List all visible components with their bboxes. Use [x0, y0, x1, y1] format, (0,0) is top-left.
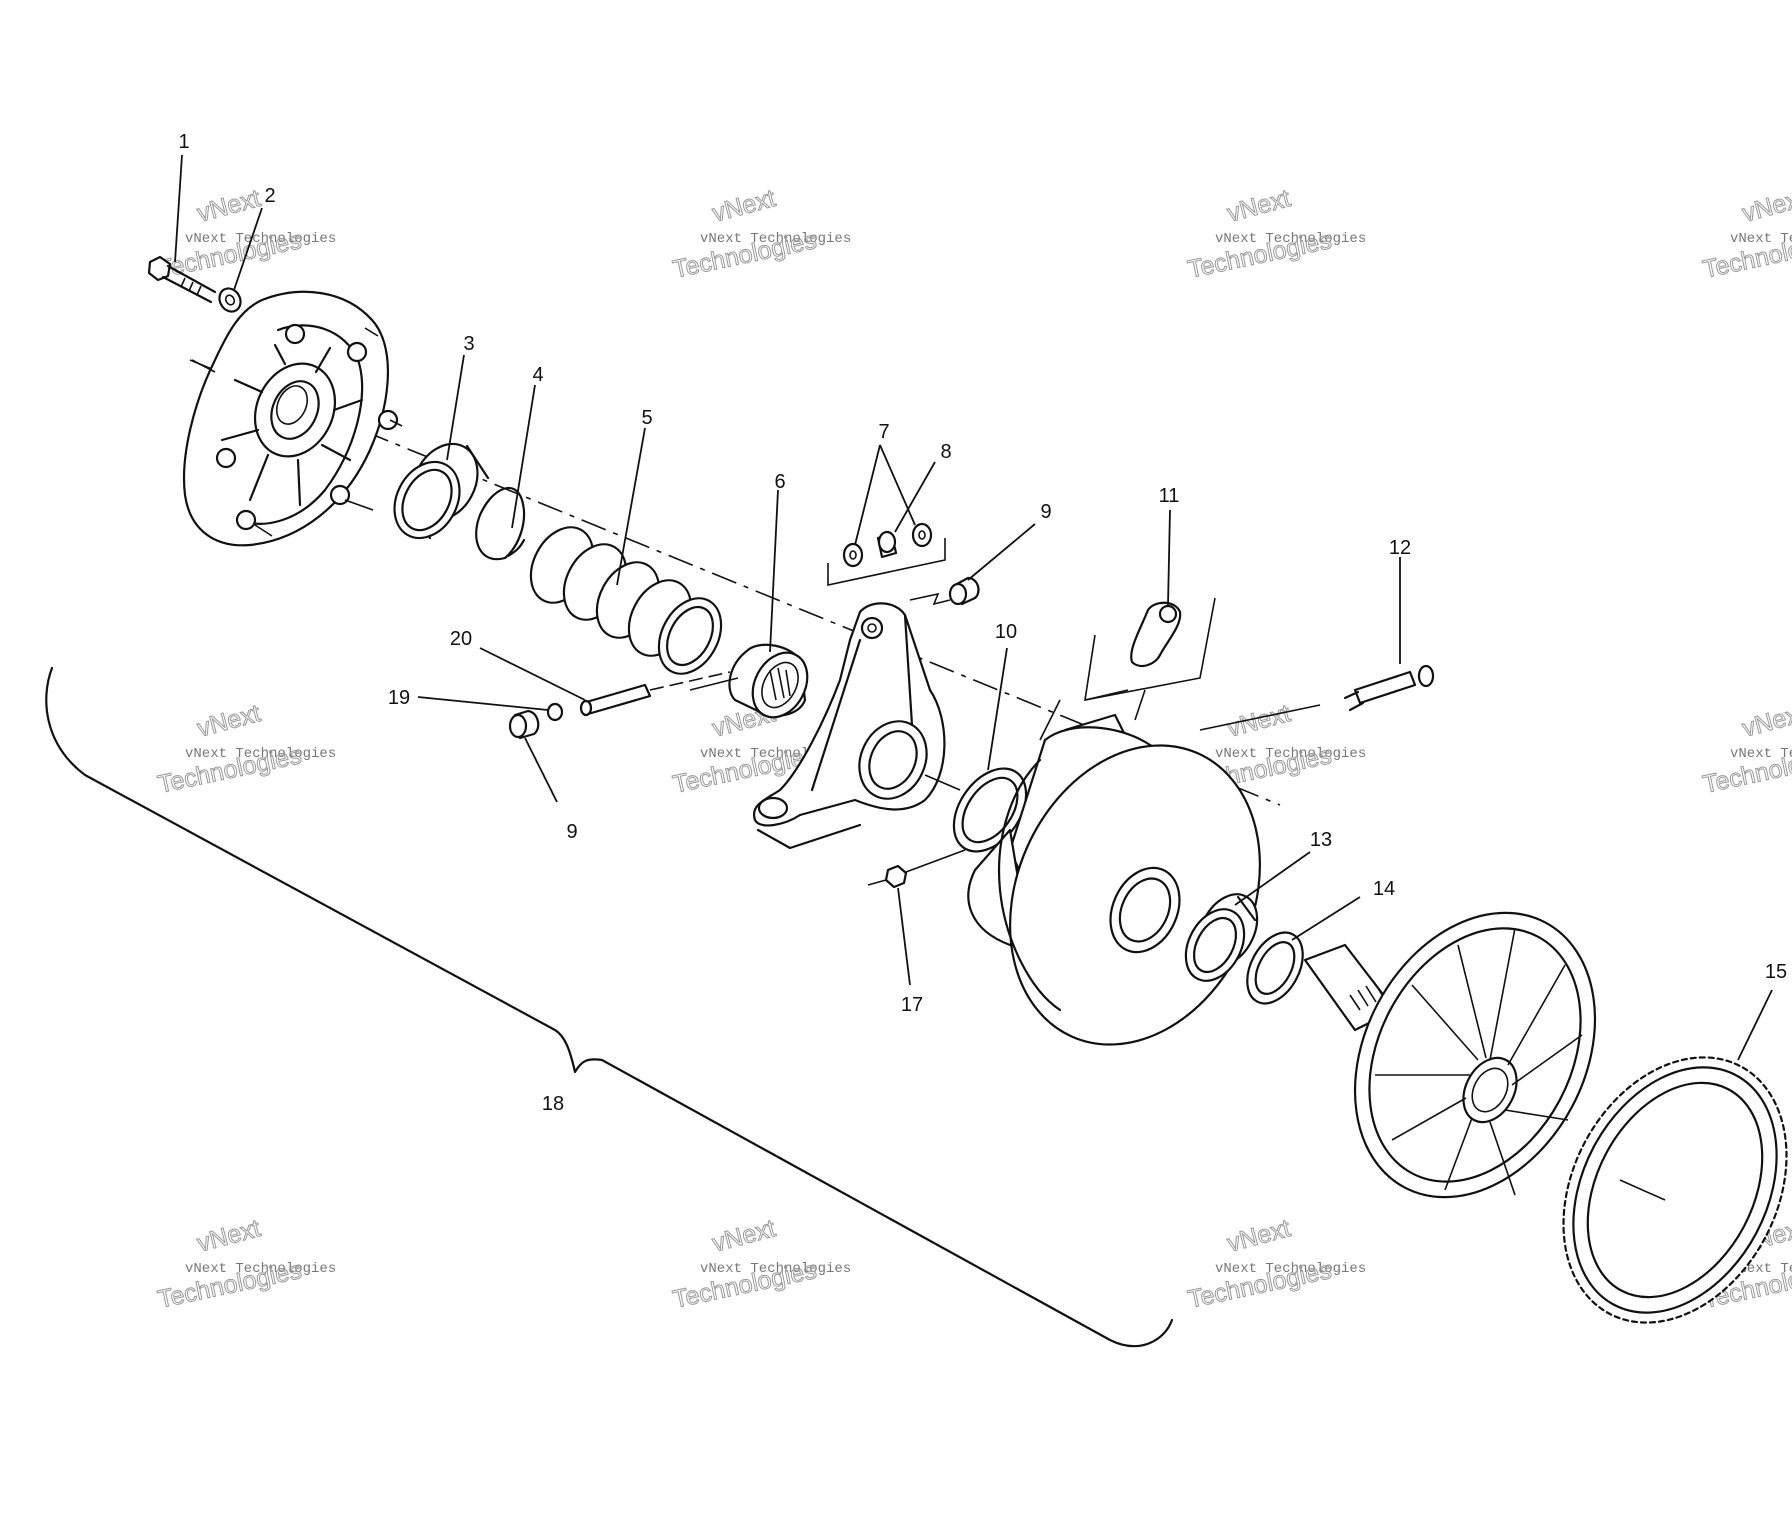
watermark-large-top: vNext	[1224, 184, 1293, 228]
label-part-20: 20	[450, 628, 472, 650]
label-part-18: 18	[542, 1093, 564, 1115]
label-part-15: 15	[1765, 961, 1787, 983]
roller-part-9-upper	[909, 576, 980, 606]
label-part-10: 10	[995, 621, 1017, 643]
watermark-small: vNext Technologies	[1730, 231, 1792, 247]
label-part-9-upper: 9	[1040, 501, 1051, 523]
washer-set-parts-7-8	[827, 522, 946, 586]
clip-part-19	[546, 702, 564, 722]
label-part-2: 2	[264, 185, 275, 207]
ring-gear-part-15	[1562, 1056, 1788, 1324]
label-part-12: 12	[1389, 537, 1411, 559]
watermark-large-top: vNext	[194, 699, 263, 743]
label-part-19: 19	[388, 687, 410, 709]
watermark-large-top: vNext	[1739, 699, 1792, 743]
label-part-1: 1	[178, 131, 189, 153]
dash-link-20-6	[649, 671, 731, 691]
label-part-8: 8	[940, 441, 951, 463]
watermark-small: vNext Technologies	[1215, 746, 1366, 762]
axis-line-right	[1199, 704, 1321, 731]
label-part-6: 6	[774, 471, 785, 493]
weight-part-11	[1084, 597, 1216, 721]
bushing-part-13	[1184, 893, 1259, 982]
bolt-part-1	[147, 255, 217, 304]
watermark-small: vNext Technologies	[700, 231, 851, 247]
watermark-small: vNext Technologies	[185, 746, 336, 762]
pin-part-12	[1343, 664, 1435, 712]
watermark-small: vNext Technologies	[1215, 231, 1366, 247]
callout-leaders	[174, 154, 1773, 1061]
fixed-sheave-with-shaft	[1303, 911, 1597, 1199]
nut-part-17	[867, 849, 966, 889]
watermark-large-top: vNext	[1224, 699, 1293, 743]
watermark-large-top: vNext	[1739, 184, 1792, 228]
watermark-large-top: vNext	[709, 184, 778, 228]
watermark-large-top: vNext	[194, 184, 263, 228]
washer-part-2	[218, 287, 242, 313]
part-number-labels: 1 2 3 4 5 6 7 8 9 10 11 12 13 14 15 17 1…	[178, 131, 1787, 1115]
spider-arm	[752, 602, 961, 850]
cover-plate	[182, 290, 403, 547]
roller-part-9-lower	[508, 709, 540, 740]
watermark-small: vNext Technologies	[1730, 746, 1792, 762]
label-part-14: 14	[1373, 878, 1395, 900]
watermark-large-top: vNext	[1224, 1214, 1293, 1258]
washer-part-14	[1246, 931, 1304, 1005]
label-part-5: 5	[641, 407, 652, 429]
spring-part-5	[529, 526, 723, 675]
label-part-7: 7	[878, 421, 889, 443]
snap-ring-part-4	[475, 487, 526, 561]
watermark-large-top: vNext	[709, 1214, 778, 1258]
pin-part-20	[579, 683, 652, 717]
watermark-large-top: vNext	[194, 1214, 263, 1258]
watermark-small: vNext Technologies	[185, 1261, 336, 1277]
label-part-11: 11	[1159, 485, 1180, 507]
assembly-brace-part-18	[45, 666, 1174, 1348]
label-part-4: 4	[532, 364, 543, 386]
watermark-small: vNext Technologies	[1215, 1261, 1366, 1277]
label-part-17: 17	[901, 994, 923, 1016]
watermark-small: vNext Technologies	[700, 1261, 851, 1277]
label-part-3: 3	[463, 333, 474, 355]
bearing-part-6	[689, 643, 809, 719]
label-part-9-lower: 9	[566, 821, 577, 843]
watermark-small: vNext Technologies	[185, 231, 336, 247]
bushing-part-3	[393, 442, 490, 540]
label-part-13: 13	[1310, 829, 1332, 851]
